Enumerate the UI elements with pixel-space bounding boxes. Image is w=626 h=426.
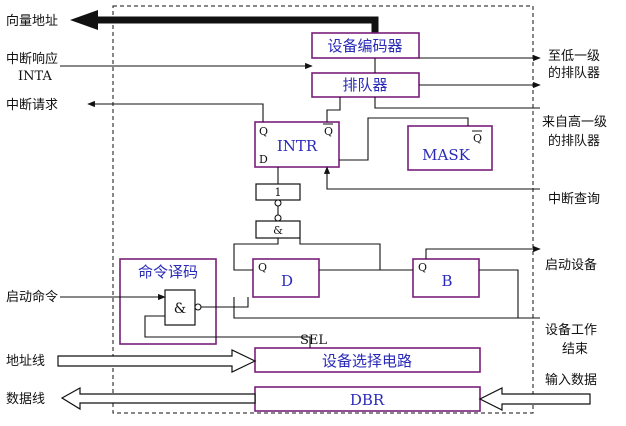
from-higher-queue-label-1: 来自高一级 [542, 114, 607, 130]
decoder-and-gate [164, 289, 196, 326]
data-bus-arrow [60, 386, 256, 411]
address-bus-arrow [57, 349, 257, 373]
to-lower-queue-label-1: 至低一级 [548, 49, 600, 64]
inta-label: INTA [18, 69, 52, 84]
d-flipflop-label: D [281, 272, 293, 290]
b-flipflop-label: B [441, 272, 452, 290]
not-gate-bubble [274, 199, 282, 207]
intr-qbar-pin: Q [324, 125, 333, 138]
mask-flipflop-box [407, 125, 493, 171]
command-decoder-label: 命令译码 [138, 263, 198, 281]
start-device-label: 启动设备 [545, 257, 597, 273]
sel-label: SEL [300, 333, 327, 348]
dbr-label: DBR [350, 391, 385, 409]
from-higher-queue-label-2: 的排队器 [548, 133, 600, 149]
device-done-label-2: 结束 [562, 342, 588, 357]
wires [60, 54, 541, 348]
device-select-label: 设备选择电路 [322, 352, 412, 370]
interface-boundary [112, 5, 534, 414]
d-q-pin: Q [258, 261, 267, 274]
mask-label: MASK [422, 146, 470, 164]
int-ack-label: 中断响应 [6, 51, 58, 67]
intr-label: INTR [277, 137, 318, 155]
queue-box [311, 72, 420, 98]
intr-q-pin: Q [259, 125, 268, 138]
device-encoder-box [311, 32, 420, 59]
start-command-label: 启动命令 [6, 289, 58, 305]
int-request-label: 中断请求 [6, 98, 58, 113]
intr-flipflop-box [254, 121, 340, 168]
device-done-label-1: 设备工作 [545, 322, 597, 338]
address-bus-label: 地址线 [6, 354, 45, 369]
vector-address-bus [70, 10, 379, 33]
dbr-box [254, 386, 481, 412]
not-gate-label: 1 [275, 186, 282, 199]
input-data-arrow [478, 387, 591, 411]
to-lower-queue-label-2: 的排队器 [548, 65, 600, 81]
device-select-box [254, 347, 481, 373]
d-flipflop-box [252, 258, 320, 298]
mask-qbar-pin: Q [473, 132, 482, 145]
decoder-and-bubble [194, 303, 202, 311]
input-data-label: 输入数据 [545, 372, 597, 388]
b-flipflop-box [412, 258, 480, 298]
and-gate-small-bubble [274, 214, 282, 222]
int-query-label: 中断查询 [548, 192, 600, 207]
b-q-pin: Q [418, 261, 427, 274]
and-gate-small-label: & [273, 224, 283, 237]
decoder-and-label: & [174, 301, 186, 317]
queue-label: 排队器 [342, 76, 387, 94]
device-encoder-label: 设备编码器 [327, 37, 402, 55]
data-bus-label: 数据线 [6, 392, 45, 407]
vector-address-label: 向量地址 [6, 13, 58, 29]
intr-d-pin: D [259, 153, 268, 166]
